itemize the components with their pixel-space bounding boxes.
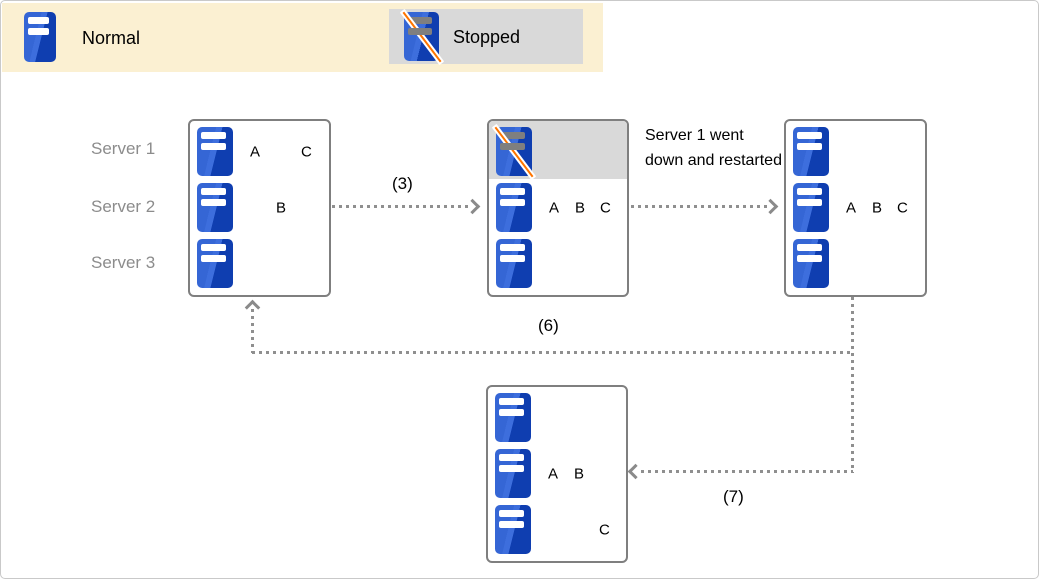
server-normal-icon (496, 239, 532, 288)
app-letter: B (276, 199, 287, 217)
cluster-box-restarted: A B C (784, 119, 927, 297)
server-normal-icon (793, 127, 829, 176)
app-letter: C (897, 199, 909, 217)
legend-stopped-label: Stopped (453, 27, 521, 47)
server2-label: Server 2 (91, 197, 156, 216)
stopped-slash-icon (399, 8, 444, 65)
server3-label: Server 3 (91, 253, 156, 272)
arrow7-line-across (641, 470, 853, 473)
server-normal-icon (495, 393, 531, 442)
server-row (786, 237, 925, 291)
server-stopped-icon (491, 123, 537, 180)
server-normal-icon (24, 12, 56, 62)
server-row (489, 237, 627, 291)
app-letter: B (872, 199, 883, 217)
server-row: A B C (489, 181, 627, 235)
server1-label: Server 1 (91, 139, 156, 158)
app-letter: A (846, 199, 857, 217)
arrow6-line-down (851, 297, 854, 353)
arrow7-head-icon (627, 463, 644, 480)
server-row: A C (190, 125, 329, 179)
server-normal-icon (197, 183, 233, 232)
server-normal-icon (197, 127, 233, 176)
server-normal-icon (496, 183, 532, 232)
arrow6-label: (6) (538, 316, 559, 335)
server-row (190, 237, 329, 291)
arrow-restart-head-icon (762, 198, 779, 215)
stopped-slash-icon (491, 123, 537, 180)
arrow6-line-across (252, 351, 853, 354)
restart-note: Server 1 went down and restarted (645, 127, 782, 169)
app-letter: C (301, 143, 313, 161)
server-row (488, 391, 626, 445)
server-normal-icon (197, 239, 233, 288)
arrow6-head-icon (244, 299, 261, 316)
server-row: A B (488, 447, 626, 501)
server-row (489, 123, 627, 180)
arrow3-label: (3) (392, 174, 413, 193)
server-normal-icon (495, 449, 531, 498)
arrow7-label: (7) (723, 487, 744, 506)
server-row (786, 125, 925, 179)
app-letter: A (548, 465, 559, 483)
app-letter: A (549, 199, 560, 217)
arrow3-head-icon (464, 198, 481, 215)
server-normal-icon (793, 183, 829, 232)
app-letter: B (574, 465, 585, 483)
legend-normal-label: Normal (82, 28, 141, 48)
arrow6-line-up (251, 309, 254, 353)
app-letter: C (599, 521, 611, 539)
app-letter: B (575, 199, 586, 217)
arrow7-line-down (851, 353, 854, 473)
server-normal-icon (495, 505, 531, 554)
app-letter: C (600, 199, 612, 217)
server-normal-icon (793, 239, 829, 288)
server-row: A B C (786, 181, 925, 235)
arrow3-line (332, 205, 472, 208)
server-row: B (190, 181, 329, 235)
cluster-box-initial: A C B (188, 119, 331, 297)
arrow-restart-line (631, 205, 771, 208)
server-stopped-icon (399, 8, 444, 65)
cluster-box-stopped: A B C (487, 119, 629, 297)
app-letter: A (250, 143, 261, 161)
server-row: C (488, 503, 626, 557)
cluster-box-failover: A B C (486, 385, 628, 563)
legend-stopped-chip (389, 8, 583, 65)
